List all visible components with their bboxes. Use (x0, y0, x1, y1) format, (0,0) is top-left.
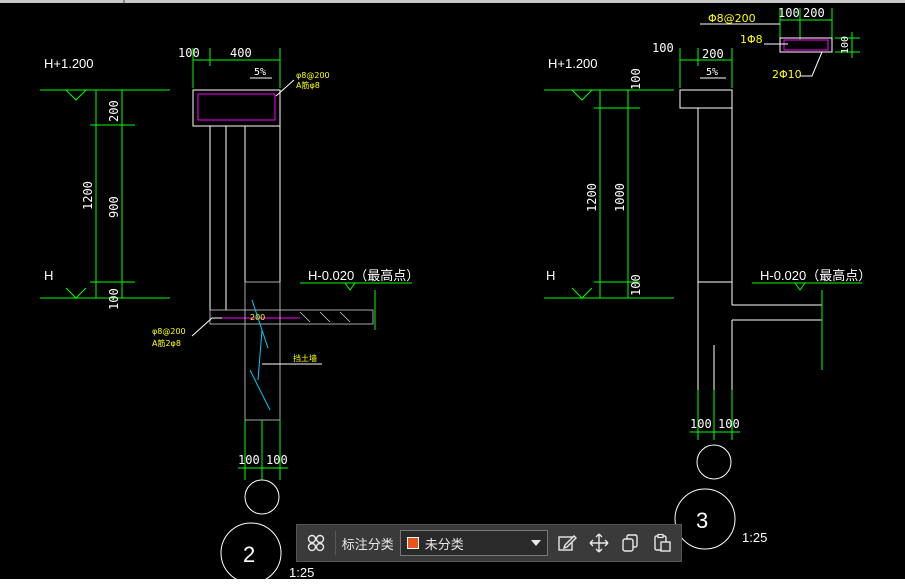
right-bot-dim-1: 100 (690, 417, 712, 431)
toolbar-separator (334, 531, 336, 555)
left-elev-h-mark (65, 287, 87, 299)
move-button[interactable] (586, 530, 612, 556)
right-rebar-note-1: Φ8@200 (708, 12, 756, 25)
right-inset-dim-200: 200 (803, 6, 825, 20)
left-elev-h: H (44, 268, 53, 283)
right-vdim-1200: 1200 (585, 183, 599, 212)
grid-layout-icon (307, 534, 325, 552)
left-top-dim-100: 100 (178, 46, 200, 60)
left-elev-top-mark (65, 89, 87, 101)
left-elev-right: H-0.020（最高点） (308, 268, 419, 283)
left-slope: 5% (254, 67, 266, 78)
left-slab-hatch-1 (299, 311, 311, 323)
left-elev-top: H+1.200 (44, 56, 94, 71)
top-window-strip (0, 0, 905, 3)
left-vdim-200: 200 (107, 100, 121, 122)
right-elev-top-mark (571, 89, 593, 101)
right-elev-h: H (546, 268, 555, 283)
annotation-toolbar: 标注分类 未分类 (296, 524, 682, 562)
category-select-value: 未分类 (424, 537, 464, 553)
left-vdim-1200: 1200 (81, 181, 95, 210)
left-slab-note-2: A筋2φ8 (152, 338, 181, 348)
left-pile (244, 281, 281, 421)
right-top-dim-100: 100 (652, 41, 674, 55)
bottom-window-strip (0, 579, 905, 584)
right-inset-coping (779, 37, 833, 53)
right-detail: 100 200 5% Φ8@200 1Φ8 2Φ10 100 200 100 (544, 6, 871, 550)
left-detail: 100 400 5% φ8@200 A筋φ8 H+1.200 H 1200 20… (40, 46, 419, 584)
left-slab-hatch-2 (319, 311, 331, 323)
paste-icon (654, 533, 671, 552)
right-inset-v-100: 100 (840, 36, 851, 54)
right-top-dim-200: 200 (702, 47, 724, 61)
left-detail-number: 2 (243, 542, 255, 567)
left-elev-right-mark (344, 282, 356, 291)
right-slope: 5% (706, 67, 718, 78)
left-rebar-note-1: φ8@200 (296, 71, 330, 80)
right-inset-dim-100: 100 (778, 6, 800, 20)
left-rebar-note-2: A筋φ8 (296, 80, 320, 90)
right-elev-h-mark (571, 287, 593, 299)
left-detail-scale: 1:25 (289, 565, 314, 580)
top-strip-divider (123, 0, 125, 3)
category-color-swatch (406, 537, 419, 549)
right-vdim-100b: 100 (629, 274, 643, 296)
left-vdim-900: 900 (107, 196, 121, 218)
left-slab (209, 309, 374, 325)
right-rebar-note-2: 1Φ8 (740, 33, 763, 46)
move-icon (589, 533, 609, 553)
right-detail-circle (674, 488, 736, 550)
copy-icon (622, 534, 639, 552)
right-coping (679, 89, 733, 109)
left-coping (192, 89, 281, 127)
left-pile-rebar-2 (249, 369, 271, 411)
right-elev-right: H-0.020（最高点） (760, 268, 871, 283)
edit-icon (558, 535, 578, 551)
copy-button[interactable] (618, 530, 644, 556)
edit-button[interactable] (554, 530, 580, 556)
left-bot-dim-1: 100 (238, 453, 260, 467)
right-inset-leader-3 (800, 51, 823, 77)
left-slab-leader (191, 317, 222, 337)
left-coping-rebar (197, 93, 276, 121)
category-label: 标注分类 (341, 537, 394, 553)
left-top-dim-400: 400 (230, 46, 252, 60)
right-detail-number: 3 (696, 508, 708, 533)
paste-button[interactable] (649, 530, 675, 556)
left-slab-note-1: φ8@200 (152, 327, 186, 336)
right-inset-rebar (783, 39, 829, 51)
left-pile-rebar-3 (257, 329, 263, 381)
right-vdim-1000: 1000 (613, 183, 627, 212)
left-pile-rebar-1 (251, 299, 269, 349)
grid-layout-button[interactable] (303, 530, 329, 556)
right-rebar-note-3: 2Φ10 (772, 68, 802, 81)
left-vdim-100: 100 (107, 288, 121, 310)
left-rebar-leader (275, 79, 295, 97)
right-detail-scale: 1:25 (742, 530, 767, 545)
right-vdim-100a: 100 (629, 68, 643, 90)
right-axis-bubble (696, 444, 732, 480)
right-elev-right-mark (794, 282, 806, 291)
left-bot-dim-2: 100 (266, 453, 288, 467)
left-wall-note: 挡土墙 (293, 353, 317, 363)
chevron-down-icon (531, 540, 542, 546)
category-select[interactable]: 未分类 (399, 530, 549, 556)
right-elev-top: H+1.200 (548, 56, 598, 71)
right-bot-dim-2: 100 (718, 417, 740, 431)
left-slab-hatch-3 (339, 311, 351, 323)
left-axis-bubble (244, 479, 280, 515)
